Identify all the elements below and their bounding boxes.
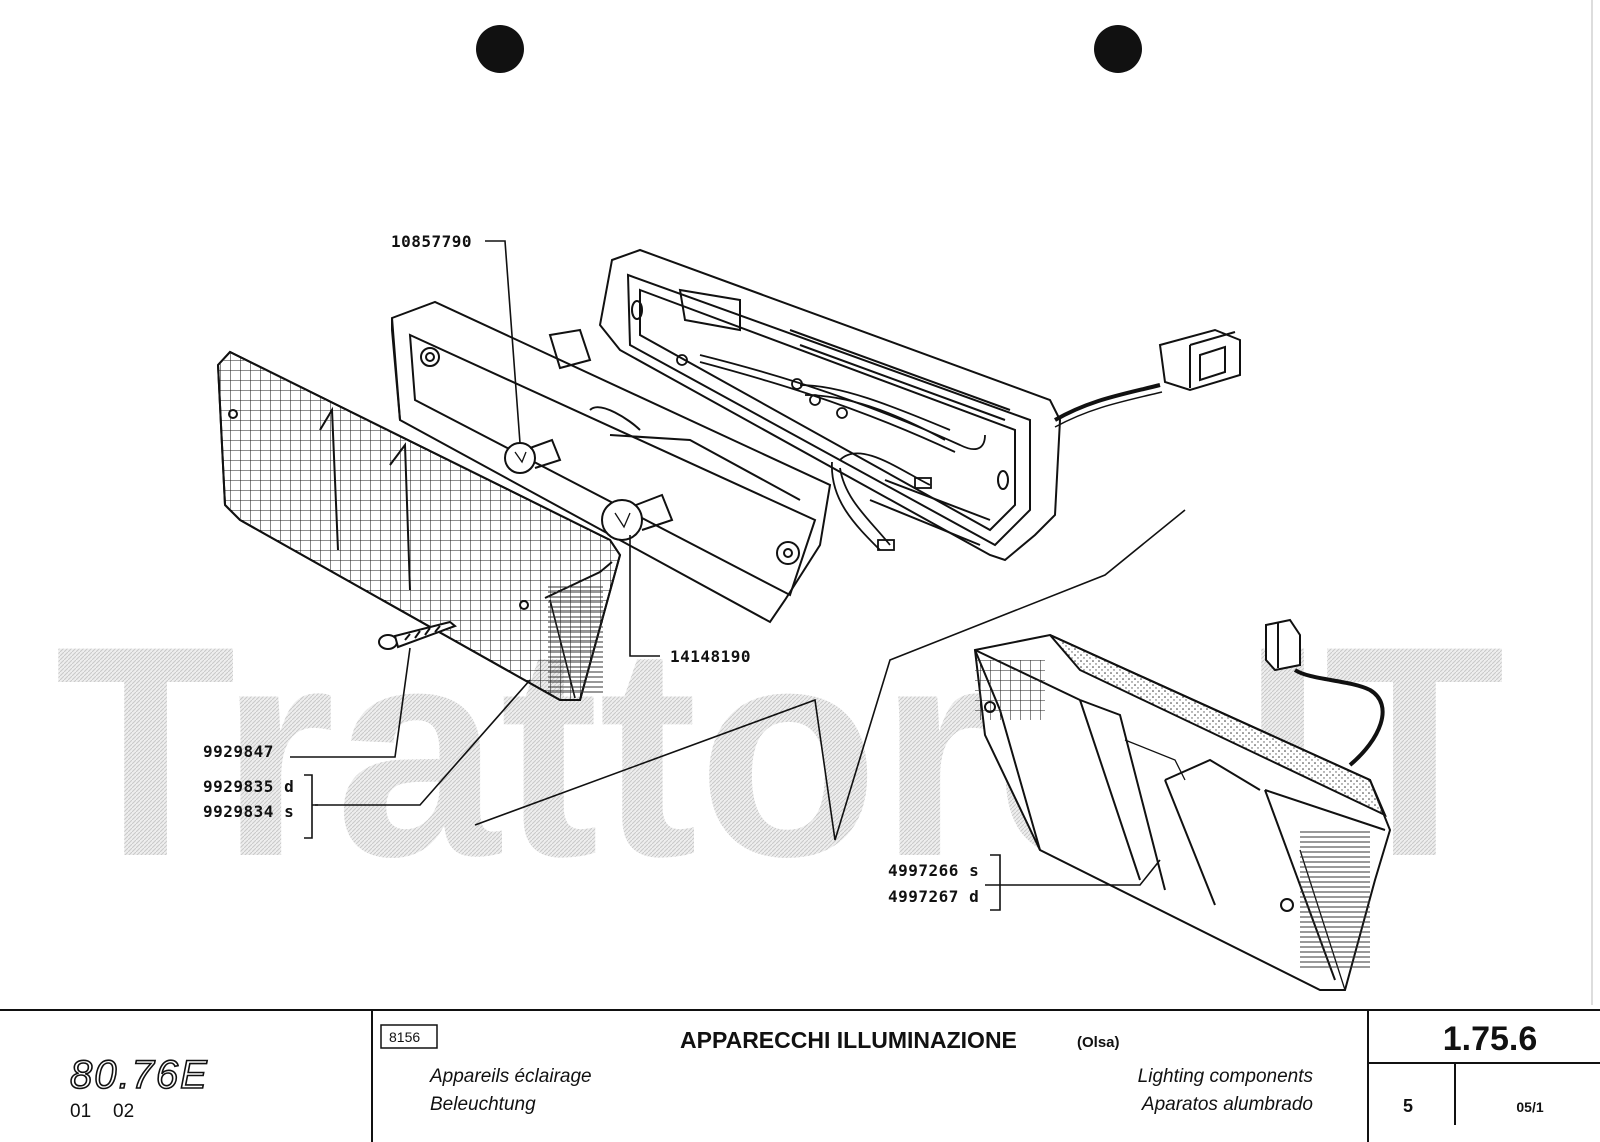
title-french: Appareils éclairage: [429, 1066, 592, 1087]
part-number-screw: 9929847: [203, 742, 274, 761]
exploded-lamp-drawing: [216, 240, 1392, 991]
lens-front: [216, 350, 622, 701]
part-number-bulb-large: 14148190: [670, 647, 751, 666]
title-main: APPARECCHI ILLUMINAZIONE: [680, 1027, 1017, 1053]
part-number-lamp-left: 4997266 s: [888, 861, 979, 880]
lamp-wiring: [676, 354, 986, 551]
part-number-lens-right: 9929835 d: [203, 777, 294, 796]
binder-hole-left: [476, 25, 524, 73]
version-a: 01: [70, 1101, 91, 1122]
part-number-bulb-small: 10857790: [391, 232, 472, 251]
title-sub: (Olsa): [1077, 1034, 1120, 1051]
assembled-lamp: [973, 618, 1392, 991]
version-b: 02: [113, 1101, 134, 1122]
part-number-lamp-right: 4997267 d: [888, 887, 979, 906]
model-number: 80.76E: [70, 1053, 209, 1097]
bulb-holder-plate: [390, 300, 832, 624]
sheet-number: 5: [1403, 1096, 1413, 1116]
screw: [378, 620, 458, 650]
bulb-large: [601, 493, 674, 541]
part-number-lens-left: 9929834 s: [203, 802, 294, 821]
title-english: Lighting components: [1138, 1066, 1314, 1087]
leader-lines: [290, 240, 1186, 911]
edition-date: 05/1: [1516, 1099, 1543, 1115]
section-number: 1.75.6: [1443, 1020, 1538, 1058]
binder-hole-right: [1094, 25, 1142, 73]
title-spanish: Aparatos alumbrado: [1141, 1094, 1313, 1115]
lamp-housing: [598, 248, 1241, 562]
title-german: Beleuchtung: [430, 1094, 536, 1115]
drawing-code: 8156: [389, 1029, 420, 1045]
